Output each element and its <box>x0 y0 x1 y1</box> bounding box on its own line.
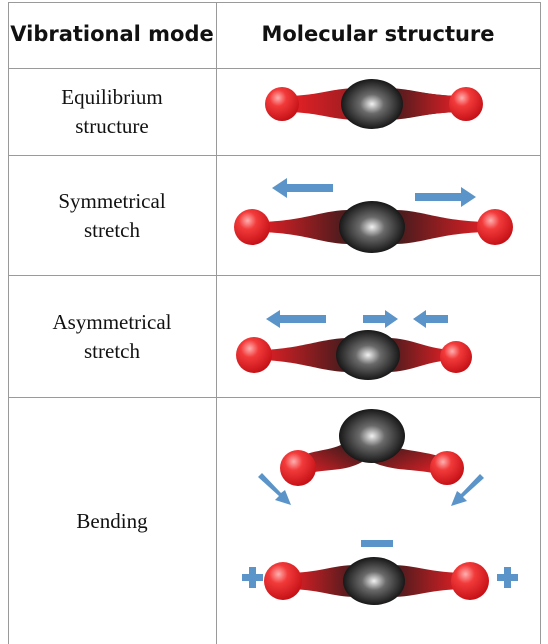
oxygen-atom <box>280 450 316 486</box>
oxygen-atom <box>430 451 464 485</box>
mode-label-symmetrical-stretch: Symmetrical stretch <box>8 156 216 275</box>
oxygen-atom <box>449 87 483 121</box>
right-arrow-icon <box>363 310 398 328</box>
oxygen-atom <box>234 209 270 245</box>
carbon-atom <box>336 330 400 380</box>
mode-label-line: structure <box>75 114 149 138</box>
table-border-right <box>540 2 541 644</box>
oxygen-atom <box>451 562 489 600</box>
row-divider <box>8 275 540 276</box>
oxygen-atom <box>264 562 302 600</box>
left-arrow-icon <box>266 310 326 328</box>
mode-label-equilibrium: Equilibrium structure <box>8 69 216 155</box>
table-border-left <box>8 2 9 644</box>
header-molecular-structure: Molecular structure <box>261 22 495 46</box>
row-divider <box>8 68 540 69</box>
plus-sign-icon <box>249 567 256 588</box>
header-vibrational-mode: Vibrational mode <box>10 22 214 46</box>
molecule-asymmetrical-stretch <box>236 310 472 380</box>
molecule-bending-linear <box>242 540 518 605</box>
carbon-atom <box>339 201 405 253</box>
mode-label-line: stretch <box>84 217 140 242</box>
table-border-top <box>8 2 540 3</box>
row-divider <box>8 155 540 156</box>
mode-label-line: Equilibrium <box>61 85 163 109</box>
diagonal-arrow-icon <box>451 474 484 506</box>
carbon-atom <box>343 557 405 605</box>
left-arrow-icon <box>272 178 333 198</box>
carbon-atom <box>341 79 403 129</box>
mode-label-bending: Bending <box>8 398 216 644</box>
plus-sign-icon <box>504 567 511 588</box>
carbon-atom <box>339 409 405 463</box>
minus-sign-icon <box>361 540 393 547</box>
oxygen-atom <box>477 209 513 245</box>
molecule-symmetrical-stretch <box>234 178 513 253</box>
oxygen-atom <box>265 87 299 121</box>
mode-label-asymmetrical-stretch: Asymmetrical stretch <box>8 276 216 397</box>
mode-label-line: Asymmetrical <box>52 309 172 334</box>
mode-label-line: stretch <box>84 338 140 363</box>
diagonal-arrow-icon <box>258 473 291 505</box>
table-column-divider <box>216 2 217 644</box>
row-divider <box>8 397 540 398</box>
mode-label-line: Symmetrical <box>58 188 166 213</box>
oxygen-atom <box>236 337 272 373</box>
right-arrow-icon <box>415 187 476 207</box>
molecule-equilibrium <box>265 79 483 129</box>
left-arrow-icon <box>413 310 448 328</box>
oxygen-atom <box>440 341 472 373</box>
mode-label-line: Bending <box>76 508 148 533</box>
molecule-bending-bent <box>258 409 484 506</box>
